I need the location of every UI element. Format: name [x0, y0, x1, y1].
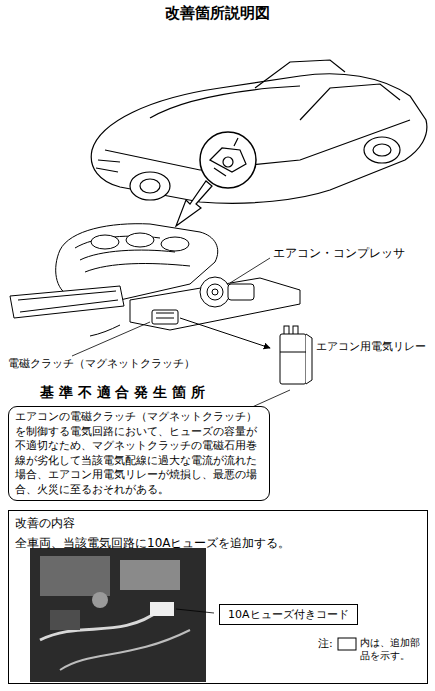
note-text: 内は、追加部品を示す。 — [360, 637, 424, 662]
defect-box: 基 準 不 適 合 発 生 箇 所エアコンの電磁クラッチ（マグネットクラッチ）を… — [8, 384, 270, 501]
leader-line — [72, 322, 150, 356]
leader-line — [230, 258, 270, 283]
part-name: エアコン用電気リレー — [316, 340, 426, 354]
car-drawing — [91, 60, 427, 203]
pointer-arrow — [180, 318, 270, 348]
part-name: エアコン・コンプレッサ — [273, 246, 405, 261]
defect-description: エアコンの電磁クラッチ（マグネットクラッチ）を制御する電気回路において、ヒューズ… — [8, 406, 270, 501]
remedy-text: 全車両、当該電気回路に10Aヒューズを追加する。 — [15, 532, 421, 552]
zoom-arrow — [176, 181, 212, 226]
part-name: 電磁クラッチ（マグネットクラッチ） — [8, 357, 195, 371]
note-mark: 注: — [318, 637, 333, 651]
engine-drawing — [10, 224, 300, 336]
box-heading: 改善の内容 — [15, 515, 421, 532]
part-label: 10Aヒューズ付きコード — [228, 607, 349, 622]
photo — [30, 548, 206, 682]
note-symbol — [338, 638, 356, 650]
section-heading: 基 準 不 適 合 発 生 箇 所 — [8, 384, 270, 406]
relay-drawing — [280, 326, 312, 384]
added-part-box: 10Aヒューズ付きコード — [219, 604, 358, 625]
leader-line — [176, 609, 214, 613]
title: 改善箇所説明図 — [0, 4, 435, 23]
